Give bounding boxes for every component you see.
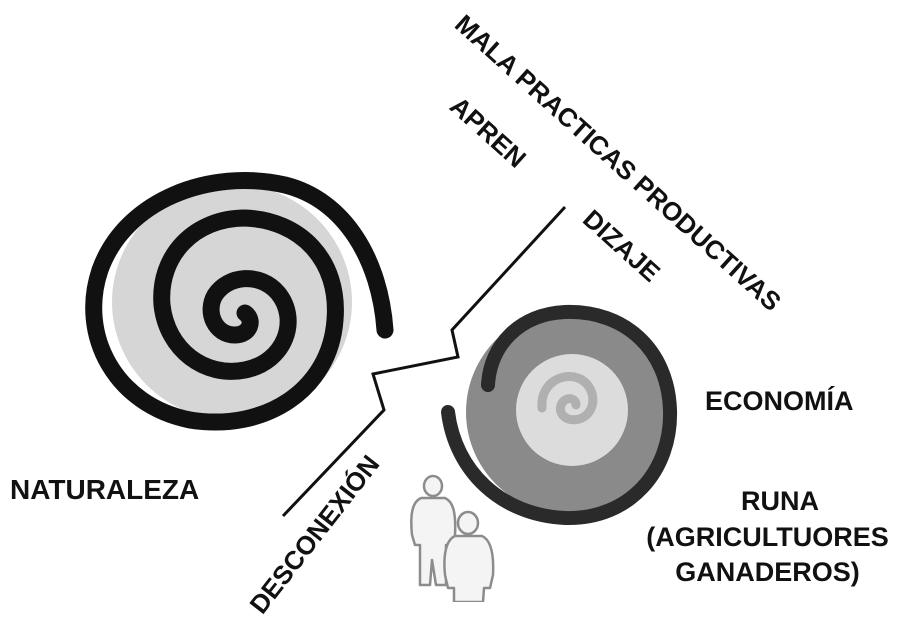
economia-label: ECONOMÍA [705,386,854,416]
person-front-icon [443,510,495,602]
nature-spiral-icon [85,172,394,431]
diagram-canvas [85,172,678,602]
disconnection-line [281,205,567,518]
runa-label-line2: (AGRICULTUORES [646,522,889,552]
nature-spiral-stroke [85,172,394,431]
naturaleza-label: NATURALEZA [10,474,200,505]
people-icon [410,474,495,602]
runa-label-line3: GANADEROS) [675,557,860,587]
economy-spiral-icon [441,304,678,526]
runa-label-line1: RUNA [741,486,819,516]
economy-inner-disc [516,354,628,466]
economy-core-spiral [537,372,598,425]
economy-dark-arc [441,304,678,526]
